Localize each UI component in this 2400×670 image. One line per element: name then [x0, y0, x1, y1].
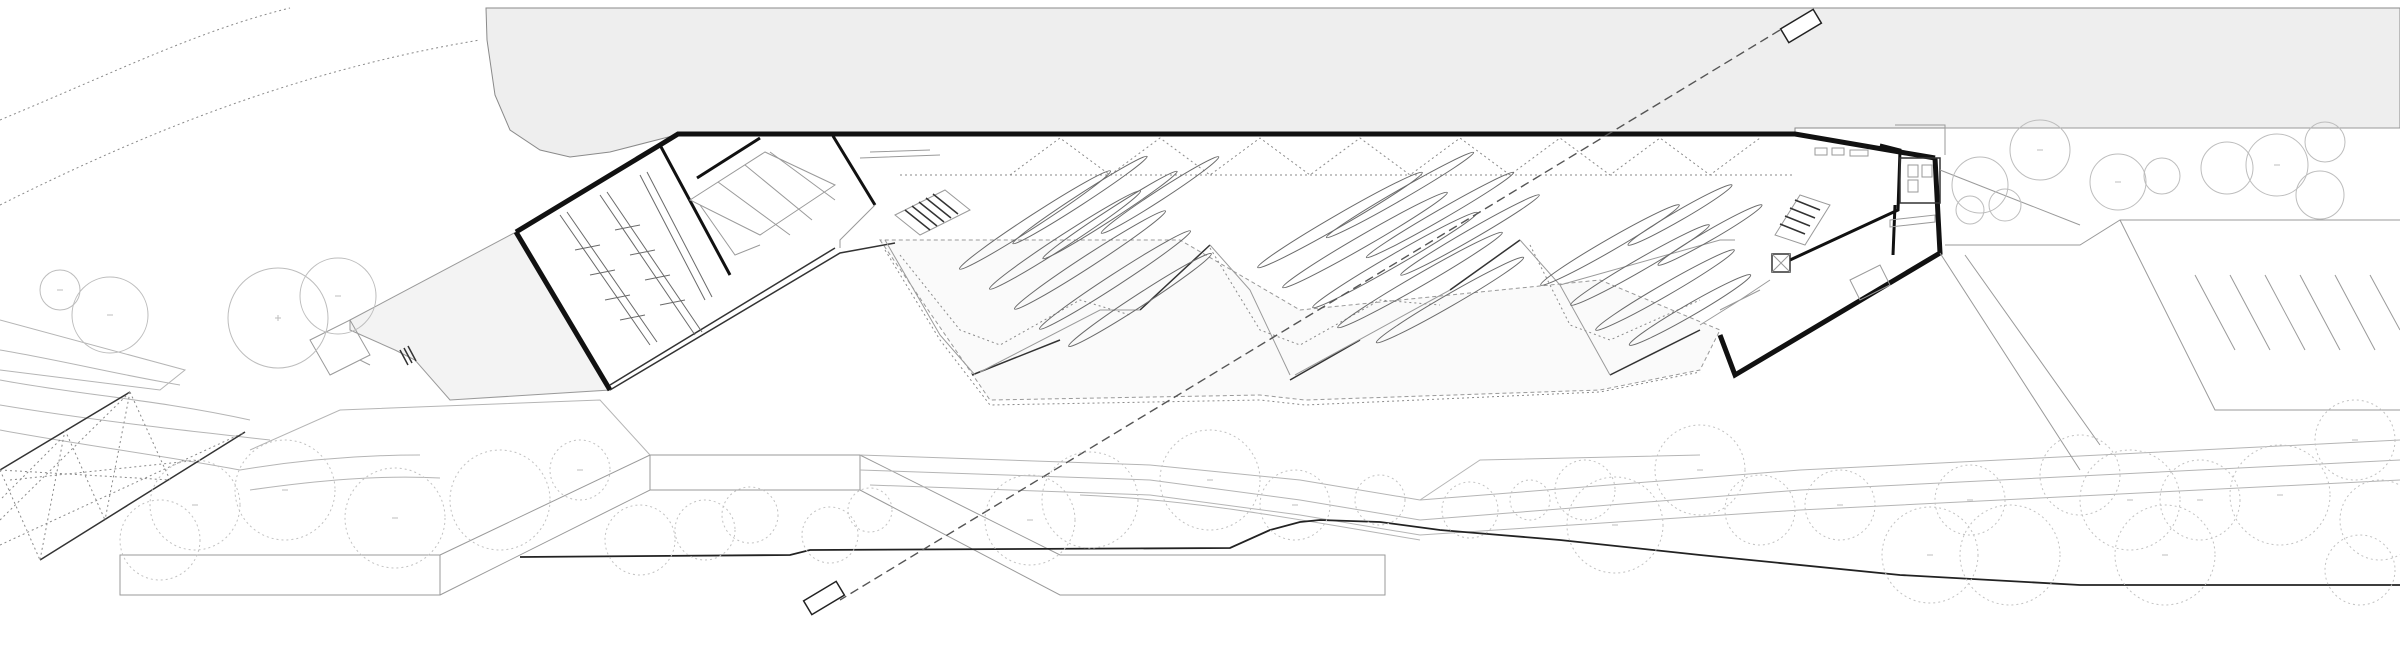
courtyard: [879, 239, 1721, 401]
section-cut-line[interactable]: [802, 8, 1823, 616]
entrance-pavilion: [1895, 124, 1946, 204]
water-area: [485, 7, 2400, 158]
river-edge: [519, 519, 2400, 586]
boats-hall-3: [1540, 184, 1763, 346]
stair-left: [859, 149, 971, 236]
parking-area: [1939, 127, 2400, 471]
building-walls: [513, 131, 1943, 392]
right-wing-rooms: [1699, 147, 1936, 326]
dotted-path-2: [0, 39, 481, 206]
steps-hatch: [399, 345, 417, 366]
footbridge-truss: [0, 391, 246, 561]
riverside-terraces: [119, 399, 2400, 596]
roof-truss-outline: [884, 137, 1795, 406]
section-marker-top[interactable]: [1779, 8, 1823, 44]
gym-room: [688, 151, 837, 256]
trees: [39, 119, 2400, 606]
boat-racks-left-wing: [559, 171, 713, 346]
dotted-path-1: [0, 7, 291, 121]
forecourt-area: [349, 231, 611, 401]
interior-walls: [609, 204, 1735, 391]
boats-hall-1: [958, 155, 1220, 348]
boats-hall-2: [1257, 151, 1540, 344]
contour-lines-left: [0, 319, 271, 471]
entrance-steps: [309, 319, 371, 376]
section-marker-bottom[interactable]: [802, 580, 846, 616]
